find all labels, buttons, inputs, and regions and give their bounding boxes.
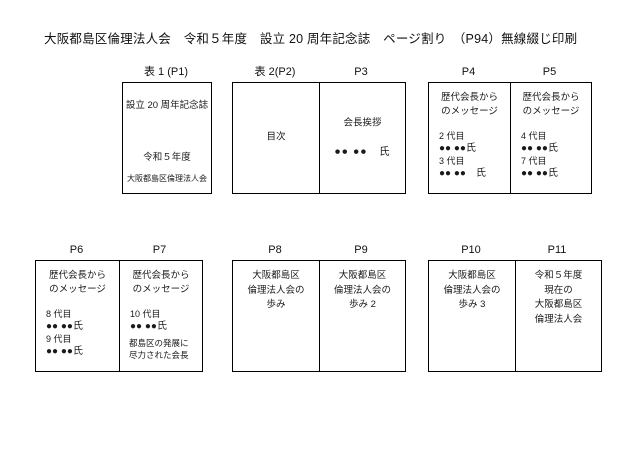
page-p4-heading-line-2: のメッセージ (441, 106, 498, 118)
page-p6-heading-line-2: のメッセージ (49, 284, 106, 296)
entry-generation: 3 代目 (439, 156, 465, 167)
page-p4-heading: 歴代会長から のメッセージ (434, 91, 505, 120)
page-label-p7: P7 (152, 244, 167, 256)
spread-p8-p9: P8 P9 大阪都島区 倫理法人会の 歩み 大阪都島区 倫理法人会の 歩み 2 (232, 240, 406, 372)
spread-label-row: 表 2(P2) P3 (232, 62, 406, 82)
spread-pages: 歴代会長から のメッセージ 8 代目 ●● ●●氏 9 代目 ●● ●●氏 歴代… (35, 260, 203, 372)
page-label-p3: P3 (354, 66, 368, 78)
page-p1-line-bottom: 大阪都島区倫理法人会 (127, 174, 207, 183)
page-p10[interactable]: 大阪都島区 倫理法人会の 歩み 3 (429, 261, 515, 371)
page-p5-heading-line-1: 歴代会長から (522, 92, 580, 103)
page-p11-line-1: 令和５年度 (534, 270, 583, 281)
spread-p10-p11: P10 P11 大阪都島区 倫理法人会の 歩み 3 令和５年度 現在の 大阪都島… (428, 240, 602, 372)
page-title: 大阪都島区倫理法人会 令和５年度 設立 20 周年記念誌 ページ割り （P94）… (44, 32, 578, 46)
page-p3-heading: 会長挨拶 (343, 117, 382, 129)
page-p2[interactable]: 目次 (233, 83, 319, 193)
page-p2-content: 目次 (233, 131, 319, 146)
page-p7-note-line-2: 尽力された会長 (129, 350, 189, 361)
page-p11[interactable]: 令和５年度 現在の 大阪都島区 倫理法人会 (515, 261, 601, 371)
page-p4-heading-line-1: 歴代会長から (440, 92, 498, 103)
spread-p2-p3: 表 2(P2) P3 目次 会長挨拶 ●● ●● 氏 (232, 62, 406, 194)
page-p2-line-1: 目次 (266, 131, 286, 143)
page-p8-line-3: 歩み (266, 299, 286, 311)
page-p6-heading-line-1: 歴代会長から (48, 270, 106, 281)
page-label-p8: P8 (268, 244, 282, 256)
page-p7-note-line-1: 都島区の発展に (129, 338, 189, 349)
page-p7-entries: 10 代目 ●● ●●氏 (125, 308, 197, 334)
entry-name: ●● ●●氏 (439, 142, 476, 154)
spread-pages: 大阪都島区 倫理法人会の 歩み 3 令和５年度 現在の 大阪都島区 倫理法人会 (428, 260, 602, 372)
page-label-p5: P5 (542, 66, 557, 78)
spread-pages: 設立 20 周年記念誌 令和５年度 大阪都島区倫理法人会 (122, 82, 212, 194)
entry-generation: 9 代目 (46, 334, 72, 345)
page-p4[interactable]: 歴代会長から のメッセージ 2 代目 ●● ●●氏 3 代目 ●● ●● 氏 (429, 83, 510, 193)
spread-pages: 歴代会長から のメッセージ 2 代目 ●● ●●氏 3 代目 ●● ●● 氏 歴… (428, 82, 592, 194)
entry-name: ●● ●●氏 (46, 346, 83, 358)
page-p9-line-3: 歩み 2 (349, 299, 376, 311)
page-p3[interactable]: 会長挨拶 ●● ●● 氏 (319, 83, 405, 193)
entry-generation: 4 代目 (521, 130, 547, 141)
page-p8[interactable]: 大阪都島区 倫理法人会の 歩み (233, 261, 319, 371)
page-p8-line-1: 大阪都島区 (252, 270, 300, 281)
spread-pages: 大阪都島区 倫理法人会の 歩み 大阪都島区 倫理法人会の 歩み 2 (232, 260, 406, 372)
page-p7-heading: 歴代会長から のメッセージ (125, 269, 197, 298)
page-p11-content: 令和５年度 現在の 大阪都島区 倫理法人会 (521, 269, 596, 328)
spread-label-row: P10 P11 (428, 240, 602, 260)
spread-label-row: 表 1 (P1) (122, 62, 212, 82)
spread-pages: 目次 会長挨拶 ●● ●● 氏 (232, 82, 406, 194)
page-p3-name: ●● ●● 氏 (334, 145, 391, 158)
entry-name: ●● ●● 氏 (439, 168, 486, 180)
page-p6-entries: 8 代目 ●● ●●氏 9 代目 ●● ●●氏 (41, 308, 114, 359)
page-p1-line-mid: 令和５年度 (143, 152, 191, 163)
spread-label-row: P8 P9 (232, 240, 406, 260)
page-p11-line-4: 倫理法人会 (534, 314, 583, 326)
page-p11-line-3: 大阪都島区 (534, 299, 583, 311)
page-p11-line-2: 現在の (544, 284, 573, 296)
page-p7-note: 都島区の発展に 尽力された会長 (125, 337, 197, 362)
page-p7-heading-line-1: 歴代会長から (132, 270, 190, 281)
page-p10-line-2: 倫理法人会の (443, 284, 501, 296)
page-p5-heading: 歴代会長から のメッセージ (516, 91, 586, 120)
page-p5[interactable]: 歴代会長から のメッセージ 4 代目 ●● ●●氏 7 代目 ●● ●●氏 (510, 83, 591, 193)
entry-generation: 10 代目 (130, 308, 161, 319)
page-p3-content: 会長挨拶 ●● ●● 氏 (320, 117, 405, 160)
page-p9-line-1: 大阪都島区 (338, 270, 387, 281)
entry-generation: 2 代目 (439, 130, 465, 141)
entry-name: ●● ●●氏 (130, 320, 167, 332)
spread-p4-p5: P4 P5 歴代会長から のメッセージ 2 代目 ●● ●●氏 3 代目 ●● … (428, 62, 592, 194)
page-label-p2: 表 2(P2) (254, 66, 296, 78)
page-label-p4: P4 (461, 66, 476, 78)
page-p1-line-top: 設立 20 周年記念誌 (125, 100, 209, 111)
entry-generation: 7 代目 (521, 156, 547, 167)
spread-label-row: P4 P5 (428, 62, 592, 82)
page-label-p11: P11 (547, 244, 567, 256)
page-p9[interactable]: 大阪都島区 倫理法人会の 歩み 2 (319, 261, 405, 371)
entry-name: ●● ●●氏 (521, 142, 558, 154)
page-p7-heading-line-2: のメッセージ (132, 284, 190, 296)
page-p8-line-2: 倫理法人会の (247, 284, 305, 296)
page-p8-content: 大阪都島区 倫理法人会の 歩み (238, 269, 314, 313)
page-p10-content: 大阪都島区 倫理法人会の 歩み 3 (434, 269, 510, 313)
page-p9-line-2: 倫理法人会の (333, 284, 391, 296)
page-p9-content: 大阪都島区 倫理法人会の 歩み 2 (325, 269, 400, 313)
page-p6-heading: 歴代会長から のメッセージ (41, 269, 114, 298)
page-p10-line-1: 大阪都島区 (448, 270, 496, 281)
page-label-p6: P6 (69, 244, 84, 256)
spread-cover: 表 1 (P1) 設立 20 周年記念誌 令和５年度 大阪都島区倫理法人会 (122, 62, 212, 194)
page-label-p1: 表 1 (P1) (143, 66, 188, 78)
page-p6[interactable]: 歴代会長から のメッセージ 8 代目 ●● ●●氏 9 代目 ●● ●●氏 (36, 261, 119, 371)
page-p7[interactable]: 歴代会長から のメッセージ 10 代目 ●● ●●氏 都島区の発展に 尽力された… (119, 261, 202, 371)
spread-p6-p7: P6 P7 歴代会長から のメッセージ 8 代目 ●● ●●氏 9 代目 ●● … (35, 240, 203, 372)
spread-label-row: P6 P7 (35, 240, 203, 260)
entry-name: ●● ●●氏 (46, 320, 83, 332)
entry-generation: 8 代目 (46, 308, 72, 319)
page-p10-line-3: 歩み 3 (458, 299, 486, 311)
page-label-p9: P9 (354, 244, 368, 256)
entry-name: ●● ●●氏 (521, 168, 558, 180)
page-p5-heading-line-2: のメッセージ (522, 106, 580, 118)
page-label-p10: P10 (461, 244, 481, 256)
page-p5-entries: 4 代目 ●● ●●氏 7 代目 ●● ●●氏 (516, 130, 586, 181)
page-p4-entries: 2 代目 ●● ●●氏 3 代目 ●● ●● 氏 (434, 130, 505, 181)
page-p1[interactable]: 設立 20 周年記念誌 令和５年度 大阪都島区倫理法人会 (123, 83, 211, 193)
